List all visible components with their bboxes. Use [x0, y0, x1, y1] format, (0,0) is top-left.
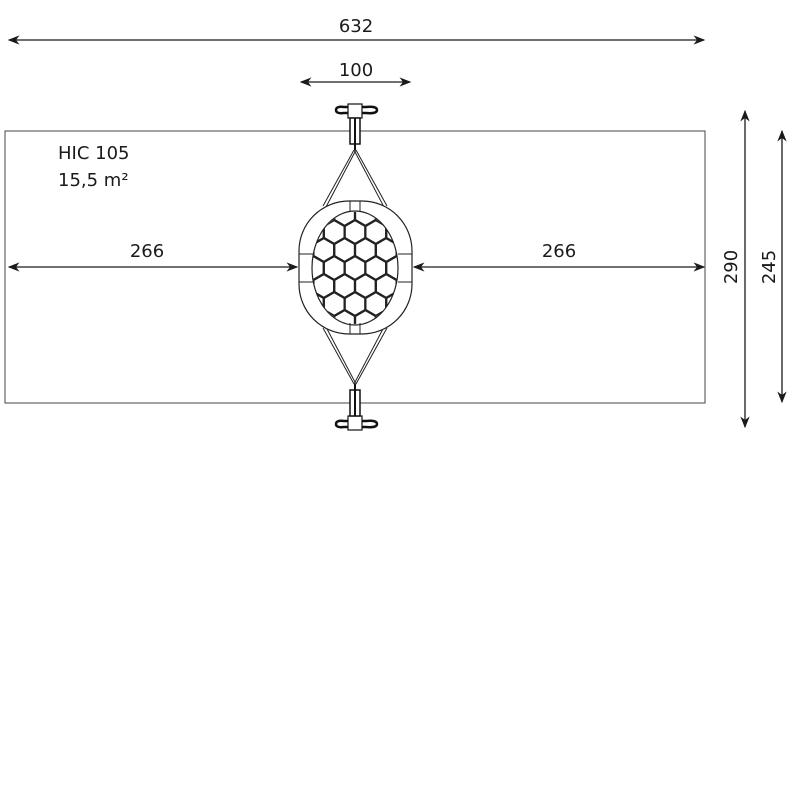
- hexagon-cell: [272, 238, 293, 262]
- hexagon-cell: [417, 274, 438, 298]
- hexagon-cell: [395, 272, 398, 300]
- hexagon-cell: [262, 328, 283, 352]
- dim-area-depth: 245: [759, 250, 780, 284]
- hexagon-cell: [407, 328, 428, 352]
- dim-left-clearance: 266: [130, 241, 164, 262]
- bottom-hanger-icon: [334, 384, 379, 431]
- dim-right-clearance: 266: [542, 241, 576, 262]
- hexagon-cell: [262, 184, 283, 208]
- hexagon-cell: [438, 238, 459, 262]
- hexagon-cell: [417, 310, 438, 334]
- hexagon-cell: [386, 328, 407, 352]
- hexagon-cell: [417, 238, 438, 262]
- dim-total-depth: 290: [721, 250, 742, 284]
- hexagon-cell: [438, 202, 459, 226]
- hexagon-cell: [282, 328, 303, 352]
- dim-total-width: 632: [339, 16, 373, 37]
- nest-swing: [262, 103, 459, 431]
- hexagon-cell: [262, 292, 283, 316]
- hexagon-cell: [386, 184, 407, 208]
- hexagon-cell: [272, 274, 293, 298]
- dim-swing-width: 100: [339, 60, 373, 81]
- hexagon-cell: [438, 310, 459, 334]
- ropes: [322, 149, 388, 385]
- hexagon-cell: [303, 328, 324, 352]
- hexagon-cell: [428, 184, 449, 208]
- hexagon-cell: [262, 256, 283, 280]
- hexagon-cell: [428, 292, 449, 316]
- hexagon-cell: [272, 202, 293, 226]
- hexagon-cell: [428, 256, 449, 280]
- hexagon-cell: [282, 184, 303, 208]
- hexagon-cell: [262, 220, 283, 244]
- hexagon-cell: [428, 328, 449, 352]
- product-code: HIC 105: [58, 143, 130, 164]
- hexagon-cell: [272, 310, 293, 334]
- hexagon-cell: [303, 184, 324, 208]
- top-hanger-icon: [334, 103, 379, 150]
- hexagon-cell: [438, 274, 459, 298]
- product-area: 15,5 m²: [58, 170, 129, 191]
- hexagon-cell: [407, 184, 428, 208]
- hexagon-cell: [417, 202, 438, 226]
- hexagon-cell: [428, 220, 449, 244]
